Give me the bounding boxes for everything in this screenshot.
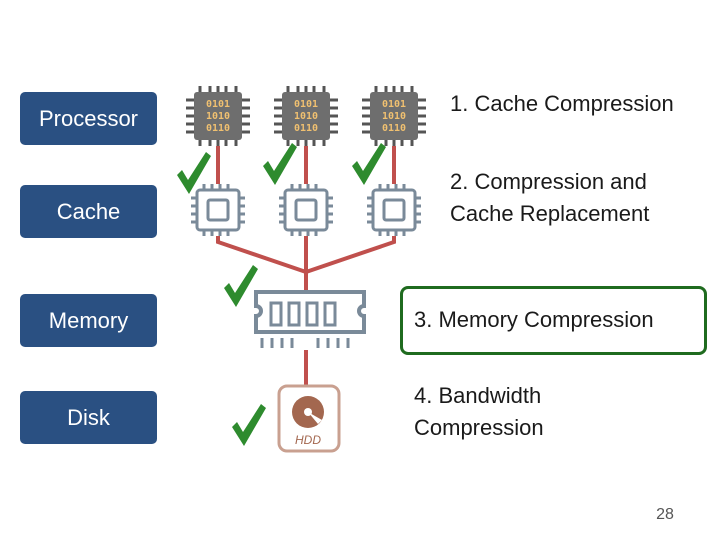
memory-label: Memory	[20, 294, 157, 347]
technique-1: 1. Cache Compression	[450, 91, 674, 116]
cache-chip-icon	[279, 184, 333, 236]
checkmark-icon	[263, 143, 297, 185]
ram-module-icon	[254, 290, 366, 348]
page-number: 28	[656, 506, 674, 523]
chip-text-line: 1010	[294, 111, 318, 122]
highlight-box	[400, 286, 707, 355]
chip-text-line: 0110	[206, 123, 230, 134]
hdd-label: HDD	[295, 433, 321, 447]
processor-chip-icon	[362, 86, 426, 146]
technique-4-line1: 4. Bandwidth	[414, 383, 542, 408]
checkmark-icon	[224, 265, 258, 307]
checkmark-icon	[352, 143, 386, 185]
hard-disk-icon: HDD	[277, 384, 341, 453]
processor-chip-icon	[186, 86, 250, 146]
connector-lines	[216, 146, 396, 386]
chip-text-line: 0101	[382, 99, 406, 110]
technique-2-line2: Cache Replacement	[450, 201, 650, 226]
technique-3: 3. Memory Compression	[414, 307, 654, 332]
cache-chip-icon	[367, 184, 421, 236]
technique-2-line1: 2. Compression and	[450, 169, 647, 194]
cache-label: Cache	[20, 185, 157, 238]
checkmark-icon	[177, 152, 211, 194]
technique-4-line2: Compression	[414, 415, 544, 440]
processor-label: Processor	[20, 92, 157, 145]
chip-text-line: 0101	[294, 99, 318, 110]
chip-text-line: 1010	[206, 111, 230, 122]
chip-text-line: 0110	[294, 123, 318, 134]
chip-text-line: 0101	[206, 99, 230, 110]
chip-text-line: 0110	[382, 123, 406, 134]
chip-text-line: 1010	[382, 111, 406, 122]
disk-label: Disk	[20, 391, 157, 444]
processor-chip-icon	[274, 86, 338, 146]
cache-chip-icon	[191, 184, 245, 236]
checkmark-icon	[232, 404, 266, 446]
